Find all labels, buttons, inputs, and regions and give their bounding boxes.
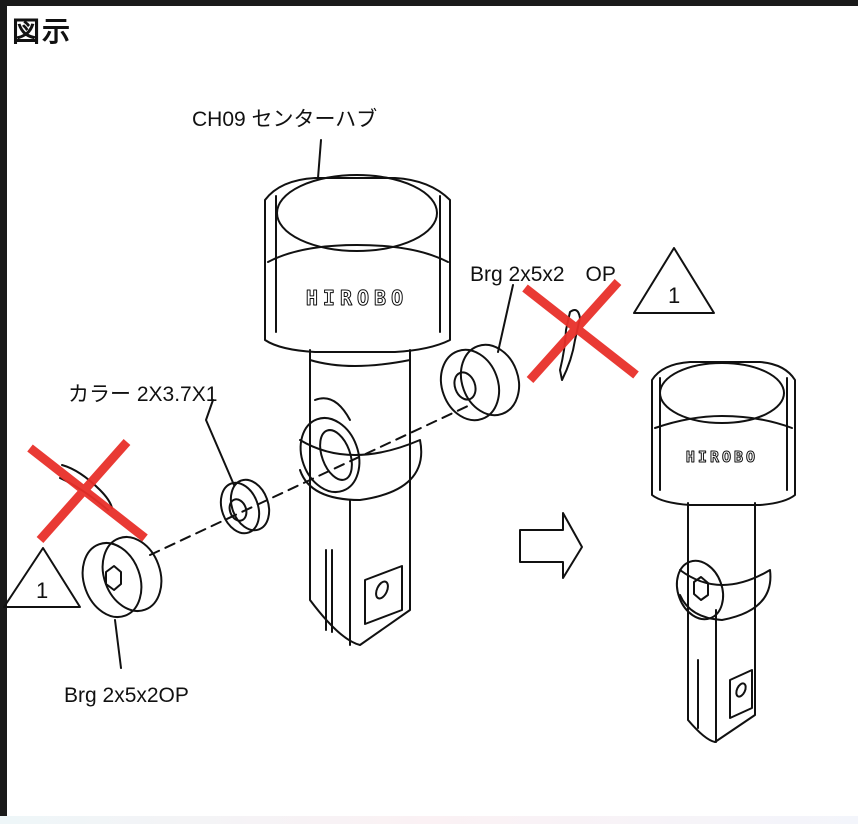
leader-line-collar [205,399,235,486]
label-bearing-right: Brg 2x5x2 OP [470,263,616,286]
removal-x-right-icon [522,278,639,384]
assembly-axis-line [149,404,471,556]
revision-number-left: 1 [36,578,49,603]
page-title: 図示 [12,15,73,48]
hirobo-logo-assembled: HIROBO [686,448,758,466]
label-center-hub: CH09 センターハブ [192,108,378,131]
center-hub-exploded [264,174,451,646]
revision-triangle-right [633,247,715,314]
removal-x-left-icon [27,439,148,543]
center-hub-assembled [651,361,796,743]
bearing-left [81,536,163,669]
label-bearing-left: Brg 2x5x2OP [64,684,189,707]
scan-edge [0,816,858,824]
collar-part [205,399,271,535]
hirobo-logo-exploded: HIROBO [306,286,408,310]
leader-line-bearing-right [497,284,514,353]
arrow-right-icon [519,512,583,579]
leader-line-hub [317,139,322,179]
leader-line-bearing-left [114,619,122,669]
revision-triangle-left [3,547,81,608]
bearing-right [439,284,521,422]
revision-number-right: 1 [668,283,681,308]
label-collar: カラー 2X3.7X1 [68,383,218,406]
